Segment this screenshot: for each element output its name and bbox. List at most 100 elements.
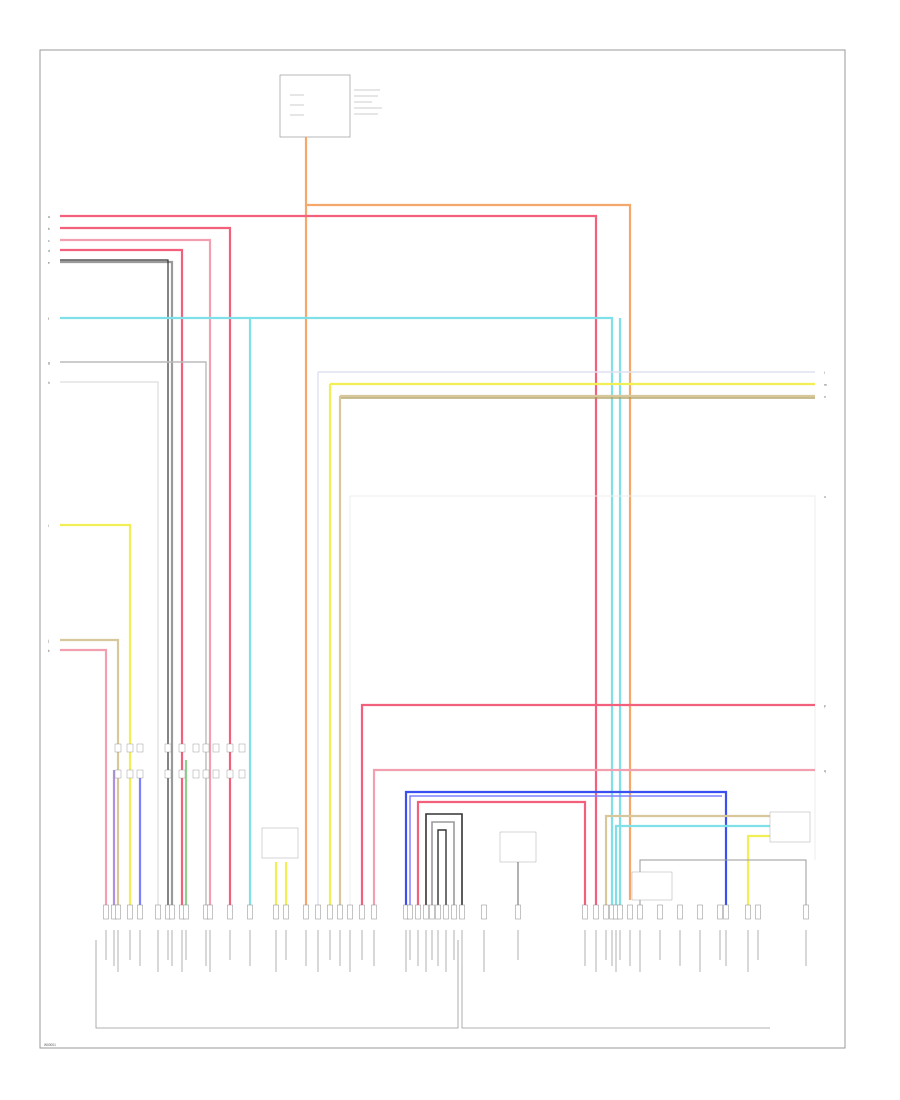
connector-pin <box>717 904 723 920</box>
svg-text:q: q <box>824 769 826 773</box>
inline-connector <box>238 743 246 753</box>
connector-pin <box>115 904 121 920</box>
intermediate-component-d <box>769 811 811 843</box>
svg-text:h: h <box>48 381 50 385</box>
connector-pin <box>723 904 729 920</box>
inline-connector <box>126 769 134 779</box>
inline-connector <box>136 743 144 753</box>
connector-pin <box>227 904 233 920</box>
wire-yellow-left <box>60 523 132 905</box>
right-wire-labels: l m n o p q <box>824 371 827 773</box>
inline-connector <box>178 743 186 753</box>
intermediate-component-c <box>631 871 673 901</box>
wire-group <box>60 137 816 905</box>
svg-text:a: a <box>48 215 50 219</box>
wire-grey-top <box>60 260 174 905</box>
svg-text:n: n <box>824 395 826 399</box>
inline-connector <box>212 769 220 779</box>
intermediate-component-a <box>261 827 299 859</box>
connector-pin <box>745 904 751 920</box>
connector-pin <box>303 904 309 920</box>
connector-pin <box>207 904 213 920</box>
svg-text:m: m <box>824 383 827 387</box>
svg-text:g: g <box>48 361 50 365</box>
connector-pin <box>337 904 343 920</box>
wire-red-right-lower <box>360 703 815 905</box>
inline-connector <box>178 769 186 779</box>
intermediate-component-b <box>499 831 537 905</box>
wire-cyan-lower-right <box>614 824 770 905</box>
wire-blue <box>404 790 728 905</box>
wire-grey-inner <box>431 821 455 905</box>
wire-black-inner-2 <box>437 829 447 905</box>
figure-code: W00001 <box>44 1043 56 1047</box>
connector-pin <box>582 904 588 920</box>
svg-text:p: p <box>824 704 826 708</box>
connector-pin <box>359 904 365 920</box>
connector-pin <box>315 904 321 920</box>
connector-pin <box>697 904 703 920</box>
wire-black-inner <box>425 813 463 905</box>
wire-tan-lower-right <box>604 814 770 905</box>
wire-pink-left <box>60 648 108 905</box>
svg-text:e: e <box>48 261 50 265</box>
wire-black-top <box>60 259 169 905</box>
inline-connector <box>192 769 200 779</box>
connector-pin <box>137 904 143 920</box>
svg-text:f: f <box>48 317 49 321</box>
connector-pin <box>459 904 465 920</box>
connector-pin <box>515 904 521 920</box>
inline-connector <box>114 743 122 753</box>
connector-pin <box>155 904 161 920</box>
connector-pin <box>627 904 633 920</box>
diagram-frame <box>39 49 846 1049</box>
connector-pin <box>657 904 663 920</box>
connector-pin <box>103 904 109 920</box>
connector-pin <box>183 904 189 920</box>
wire-pink-top-3 <box>60 238 212 905</box>
connector-pin <box>371 904 377 920</box>
connector-pin <box>247 904 253 920</box>
connector-pin <box>327 904 333 920</box>
left-wire-labels: a b c d e f g h i j k <box>47 215 50 653</box>
connector-pin <box>407 904 413 920</box>
inline-connector <box>212 743 220 753</box>
inline-connector <box>114 769 122 779</box>
connector-pin <box>273 904 279 920</box>
wire-blue-2 <box>409 795 722 905</box>
connector-pin <box>755 904 761 920</box>
wire-tan-left <box>60 638 120 905</box>
bottom-unit-left <box>95 940 459 1029</box>
wire-cyan-main <box>60 316 614 905</box>
connector-pin <box>803 904 809 920</box>
connector-pin <box>127 904 133 920</box>
inline-connector <box>202 769 210 779</box>
wire-grey-mid <box>60 361 207 905</box>
svg-text:d: d <box>48 249 50 253</box>
wire-pink-right-lower <box>372 768 815 905</box>
connector-pin <box>347 904 353 920</box>
svg-text:i: i <box>48 524 49 528</box>
inline-connector <box>226 769 234 779</box>
connector-pin <box>637 904 643 920</box>
inline-connector <box>192 743 200 753</box>
svg-text:k: k <box>48 649 50 653</box>
inline-connector <box>164 743 172 753</box>
connector-pin <box>443 904 449 920</box>
connector-pin <box>415 904 421 920</box>
wire-red-top-1 <box>60 214 598 905</box>
connector-pin <box>481 904 487 920</box>
connector-pin <box>617 904 623 920</box>
top-connector-box <box>279 74 382 138</box>
top-connector-pin-marks <box>290 89 382 116</box>
connector-pin <box>169 904 175 920</box>
svg-text:b: b <box>48 227 50 231</box>
inline-connector <box>164 769 172 779</box>
svg-text:j: j <box>47 639 49 643</box>
svg-text:c: c <box>48 239 50 243</box>
inline-connector <box>126 743 134 753</box>
wire-red-top-4 <box>60 248 184 905</box>
inline-connector <box>238 769 246 779</box>
bottom-unit-right <box>461 940 770 1029</box>
